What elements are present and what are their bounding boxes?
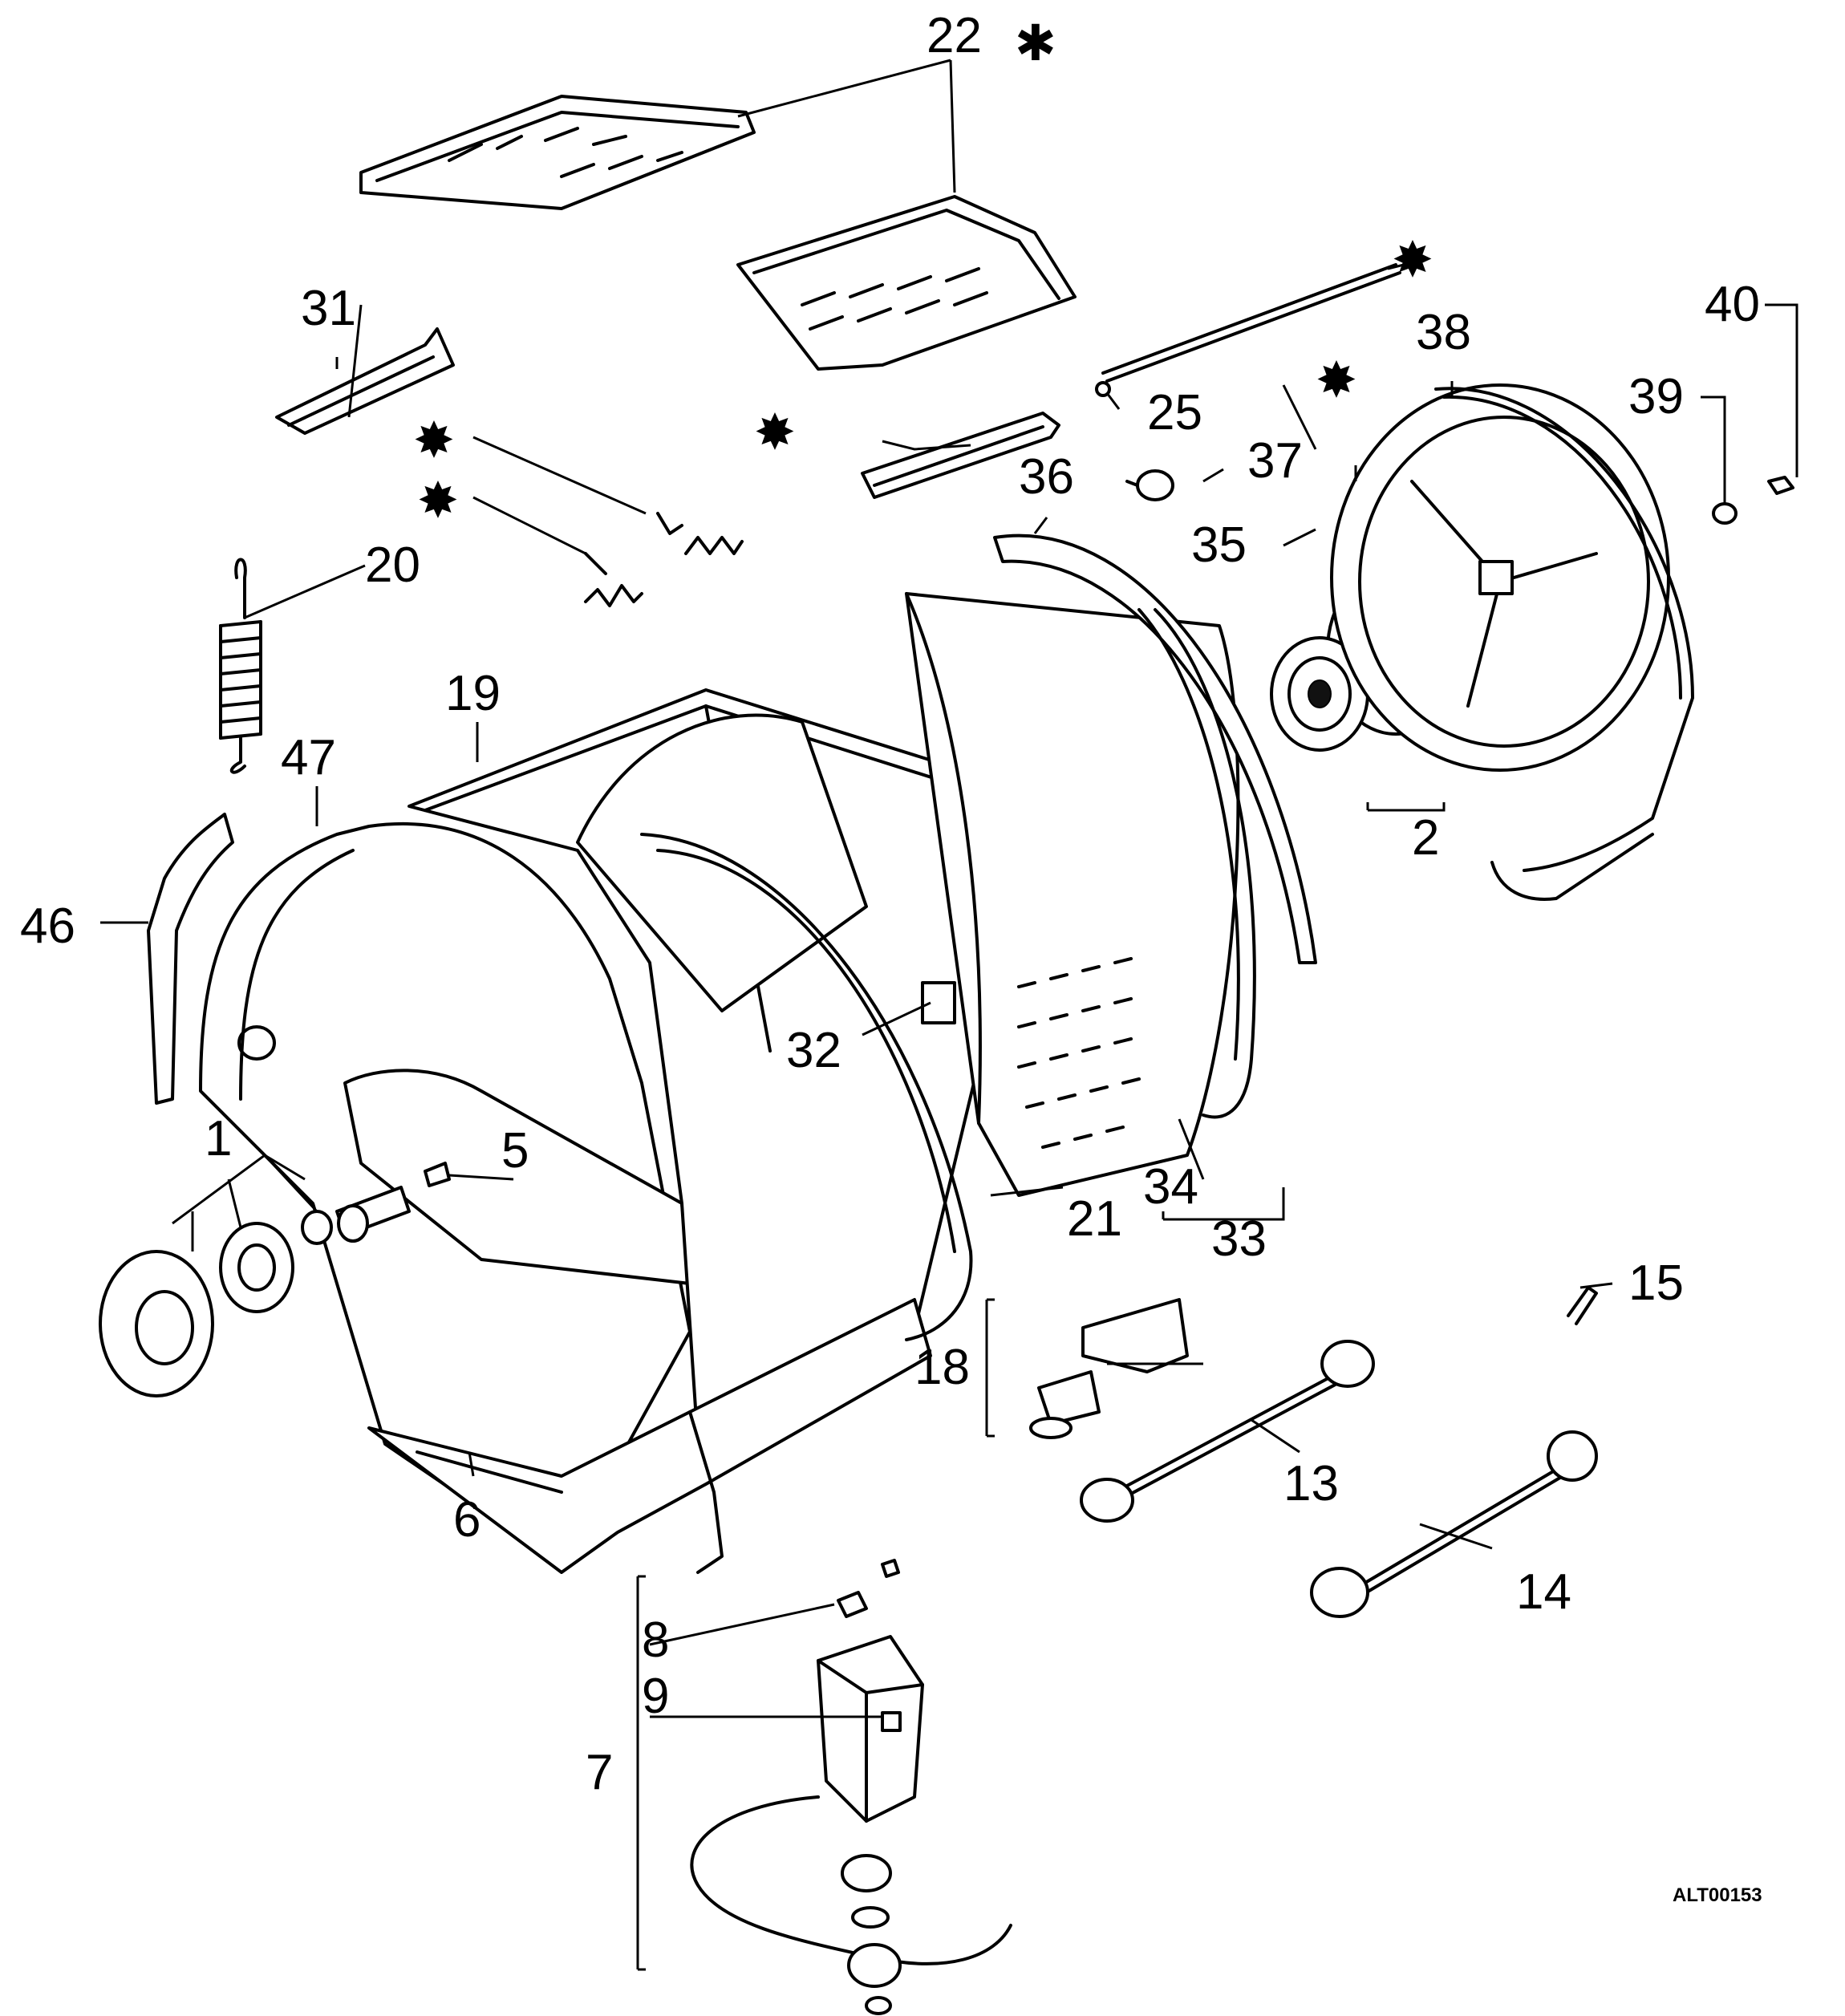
small-spring-a [656, 512, 744, 555]
part-35-knob [1125, 469, 1174, 501]
label-39: 39 [1628, 369, 1684, 424]
part-labels: 22 31 20 19 47 46 1 5 6 8 9 7 32 21 34 3… [20, 8, 1762, 1906]
label-25: 25 [1147, 385, 1202, 440]
label-38: 38 [1416, 305, 1471, 360]
label-47: 47 [281, 730, 336, 785]
part-32-clip [921, 981, 956, 1024]
label-13: 13 [1283, 1456, 1339, 1511]
part-21-drum [905, 592, 1240, 1197]
label-8: 8 [642, 1612, 669, 1668]
part-34-gasket [1137, 608, 1256, 1119]
drum-perforations [1017, 957, 1141, 1149]
part-1-rear-pulley [219, 1222, 294, 1313]
label-19: 19 [445, 666, 501, 721]
part-46-bracket [147, 813, 234, 1105]
label-14: 14 [1516, 1564, 1571, 1620]
label-35: 35 [1191, 517, 1247, 573]
label-9: 9 [642, 1669, 669, 1724]
star-markers: ✱ ✸ ✸ ✸ ✸ ✸ [413, 16, 1433, 529]
part-1-rear-flange [99, 1250, 214, 1397]
label-2: 2 [1412, 810, 1439, 866]
part-39-nut [1712, 502, 1738, 525]
star-icon: ✸ [1392, 233, 1433, 288]
part-1-bearing [301, 1210, 333, 1245]
part-25-screw [1095, 381, 1111, 397]
part-14-shock-absorber [1310, 1430, 1598, 1618]
part-37-large-pulley [1330, 383, 1670, 772]
mount-grommet [881, 1559, 900, 1578]
part-19-tub-ring [408, 688, 1004, 1446]
star-icon: ✸ [413, 413, 455, 469]
part-22-top-panel-left [359, 95, 756, 210]
label-40: 40 [1705, 277, 1760, 332]
part-15-clip [1567, 1286, 1598, 1325]
part-5-valve [424, 1162, 451, 1187]
label-5: 5 [501, 1123, 529, 1178]
part-20-spring [219, 558, 262, 774]
leader-lines [100, 59, 1798, 1971]
label-20: 20 [365, 537, 420, 593]
label-18: 18 [914, 1340, 970, 1395]
rubber-mount [841, 1854, 902, 2015]
label-21: 21 [1067, 1191, 1122, 1247]
part-40-bolt [1767, 476, 1794, 495]
tub-rim [640, 833, 973, 1341]
label-7: 7 [586, 1745, 613, 1800]
label-15: 15 [1628, 1255, 1684, 1311]
label-31: 31 [301, 281, 356, 336]
star-icon: ✸ [417, 473, 459, 529]
part-38-drive-belt [1434, 387, 1694, 901]
part-8-cap [837, 1591, 868, 1618]
star-icon: ✸ [1316, 353, 1357, 408]
part-2-pulley [1270, 636, 1369, 752]
starred-bracket [861, 412, 1060, 499]
label-46: 46 [20, 898, 75, 954]
label-33: 33 [1211, 1211, 1267, 1267]
label-36: 36 [1019, 449, 1074, 505]
part-1-shaft [335, 1186, 411, 1243]
part-6-tub-base [367, 1298, 932, 1574]
part-7-bracket [817, 1635, 924, 1823]
label-37: 37 [1247, 433, 1303, 489]
wire-harness [690, 1795, 1012, 1965]
label-6: 6 [453, 1492, 481, 1547]
part-18-pump [1029, 1298, 1189, 1439]
part-22-top-panel-right [736, 195, 1077, 371]
label-34: 34 [1143, 1159, 1198, 1215]
part-36-ring [993, 533, 1317, 964]
tie-rod [1101, 263, 1401, 383]
part-13-shock-absorber [1080, 1340, 1375, 1523]
label-32: 32 [786, 1023, 841, 1078]
star-icon: ✸ [754, 405, 796, 460]
small-spring-b [584, 552, 643, 607]
part-9-fastener [881, 1711, 902, 1732]
label-22: 22 [927, 8, 982, 63]
part-31-bracket [275, 327, 455, 435]
star-icon: ✱ [1015, 16, 1056, 71]
label-1: 1 [205, 1111, 232, 1166]
diagram-code: ALT00153 [1673, 1884, 1762, 1906]
